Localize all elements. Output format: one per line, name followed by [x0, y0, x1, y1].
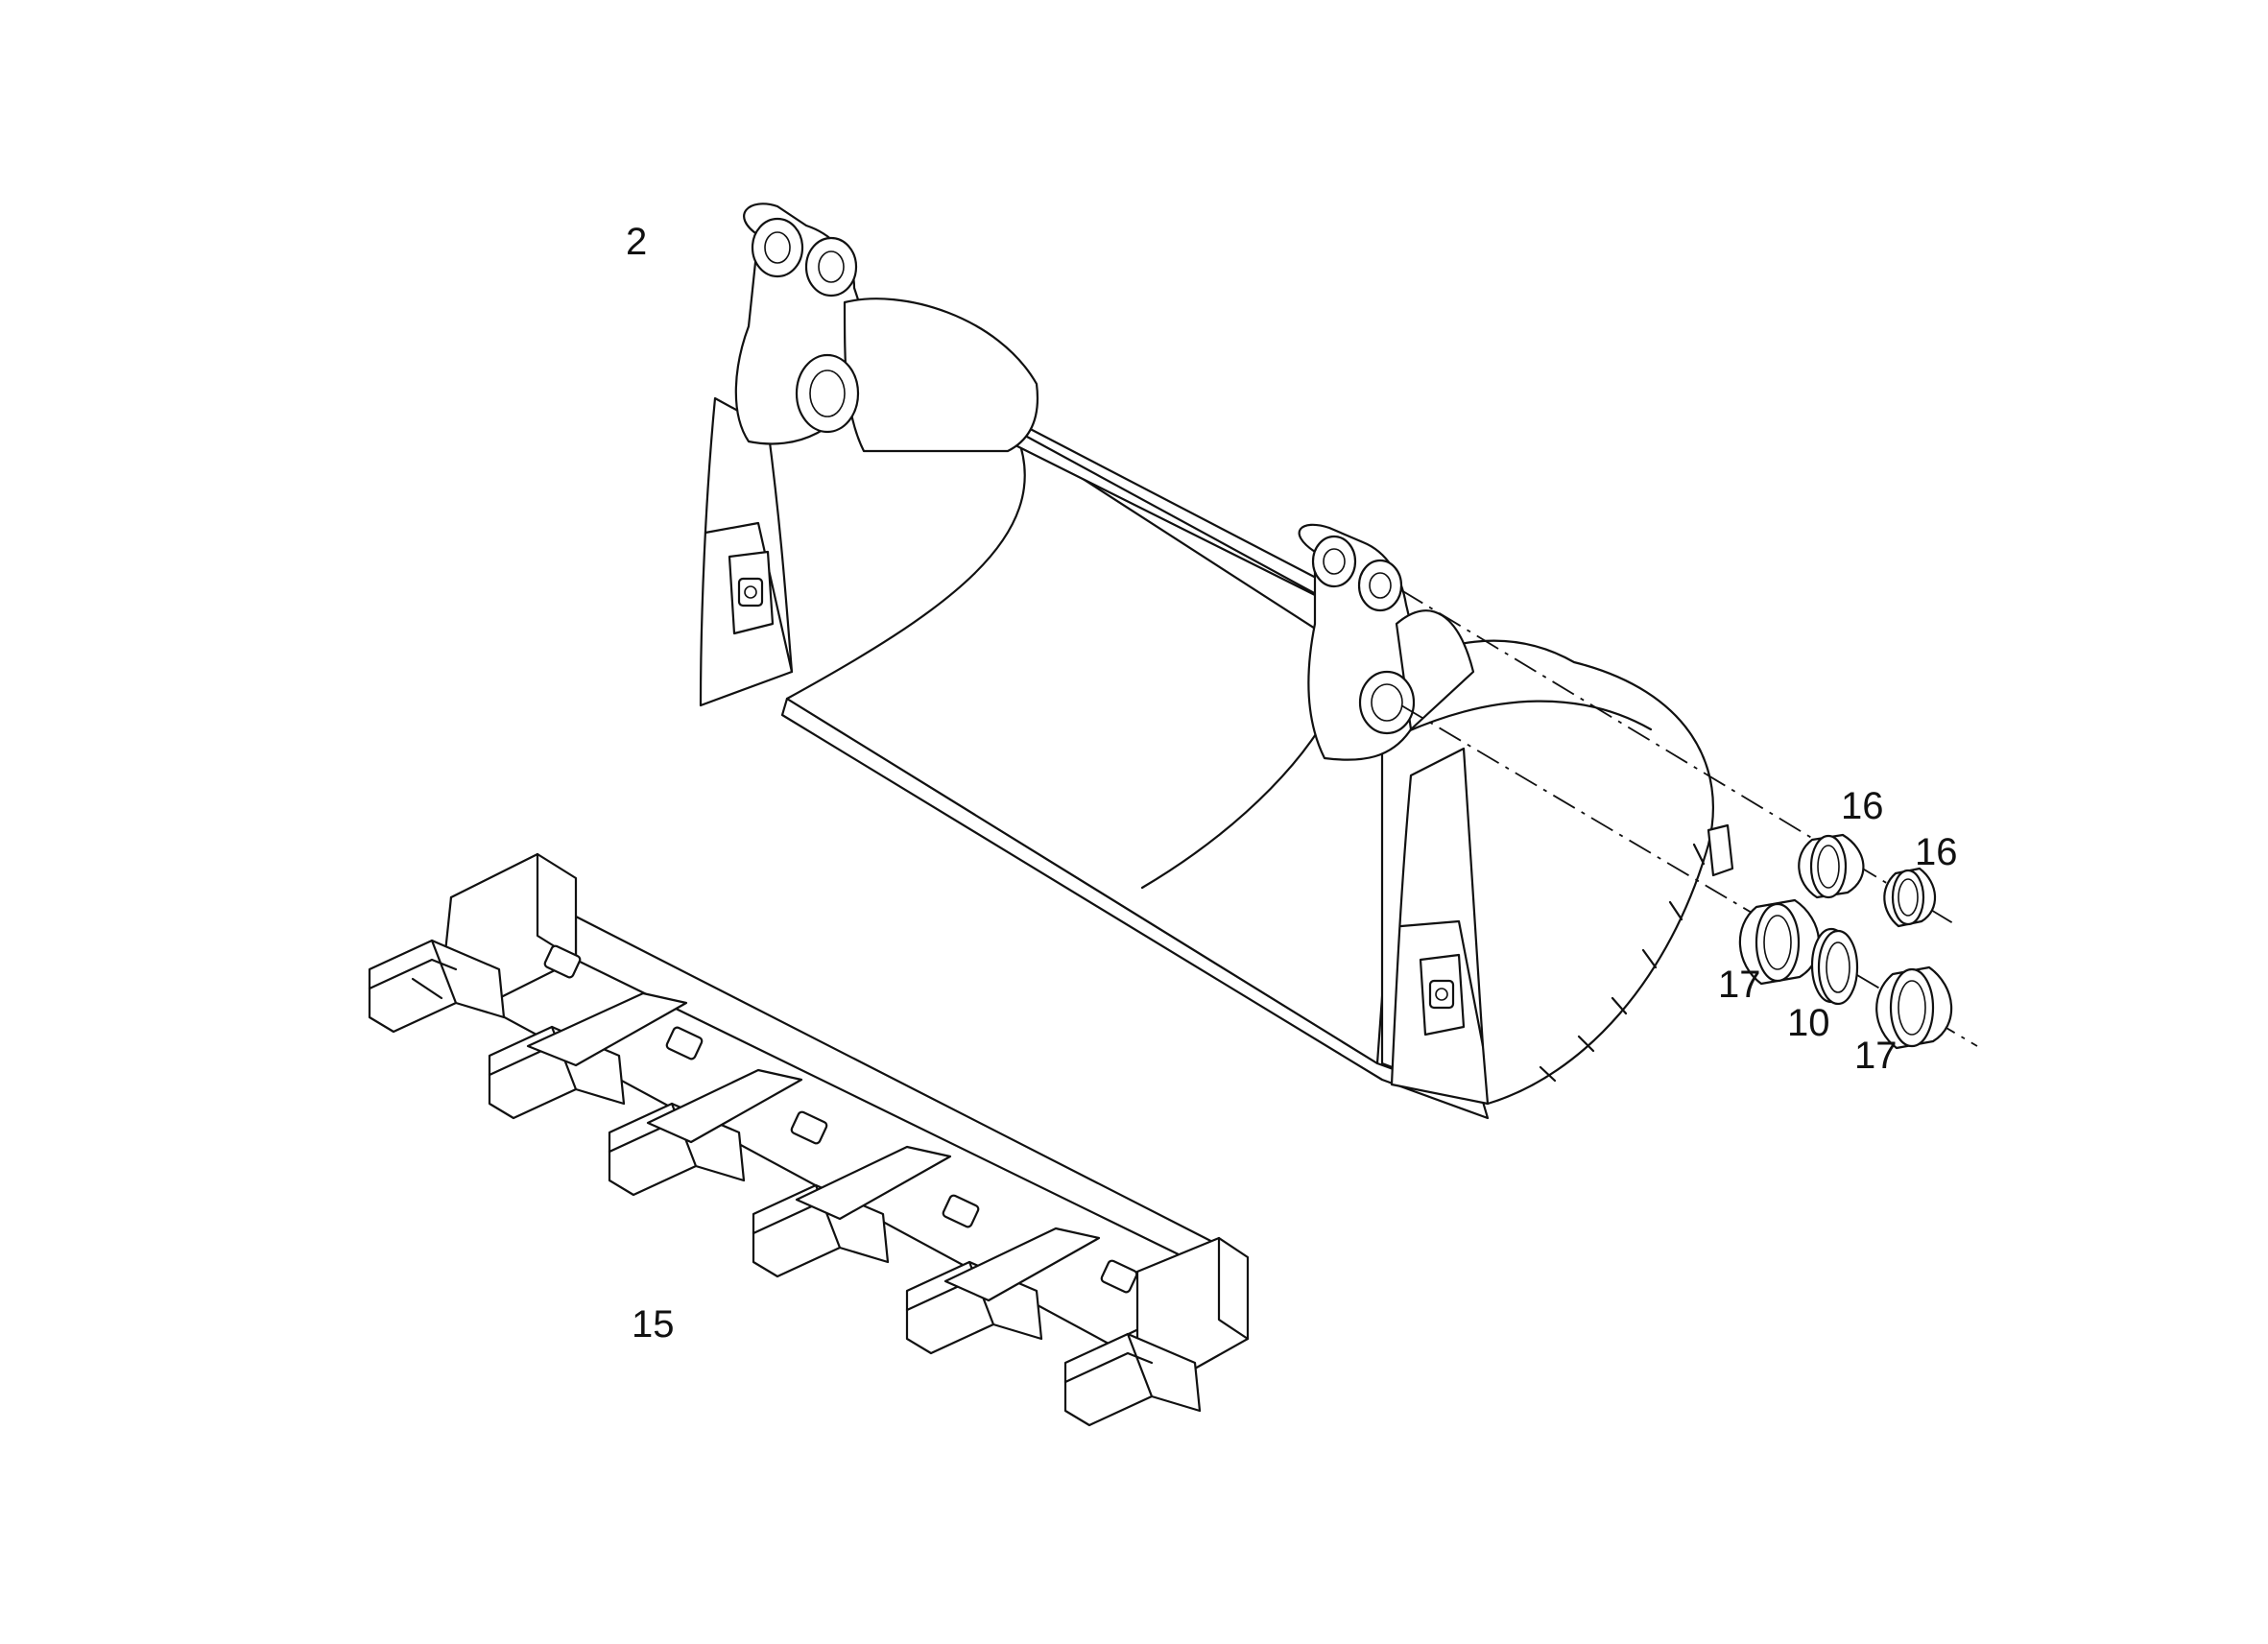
segment-plate-3 [795, 1145, 952, 1221]
bushing-17-left [1738, 898, 1821, 986]
bolt-block-5 [1100, 1259, 1138, 1294]
bushing-17-right [1875, 965, 1953, 1050]
right-lower-pivot [1358, 670, 1416, 735]
seal-10 [1810, 927, 1859, 1006]
cutting-edge-assembly [368, 852, 1250, 1427]
segment-plate-4 [943, 1227, 1101, 1302]
tooth-6 [1063, 1332, 1202, 1427]
right-upper-pivot-a [1311, 535, 1357, 588]
bolt-block-1 [543, 944, 582, 979]
left-upper-pivot-b [804, 236, 858, 298]
callout-17b: 17 [1854, 1035, 1898, 1077]
assembly-axes [1400, 589, 1978, 1047]
left-upper-pivot-a [751, 217, 804, 278]
left-mount-boss [843, 298, 1039, 453]
callout-16a: 16 [1841, 785, 1884, 827]
bucket-assembly [699, 203, 1734, 1120]
tooth-1 [368, 939, 506, 1034]
callout-16b: 16 [1915, 831, 1958, 873]
right-upper-pivot-b [1357, 559, 1403, 612]
segment-plate-2 [646, 1068, 803, 1144]
bushing-16-lower [1883, 867, 1937, 928]
left-side-plate [699, 396, 794, 707]
bushing-16-upper [1798, 833, 1865, 899]
callout-17a: 17 [1718, 964, 1761, 1006]
left-pad-bolt [737, 577, 764, 608]
callout-15: 15 [632, 1303, 675, 1346]
callout-10: 10 [1787, 1002, 1830, 1044]
bolt-block-2 [665, 1026, 704, 1060]
right-pad-bolt [1428, 979, 1455, 1010]
left-lower-pivot [795, 353, 860, 434]
bolt-block-3 [790, 1110, 828, 1145]
segment-plate-1 [526, 991, 688, 1067]
callout-2: 2 [626, 221, 648, 263]
bolt-block-4 [942, 1194, 980, 1228]
